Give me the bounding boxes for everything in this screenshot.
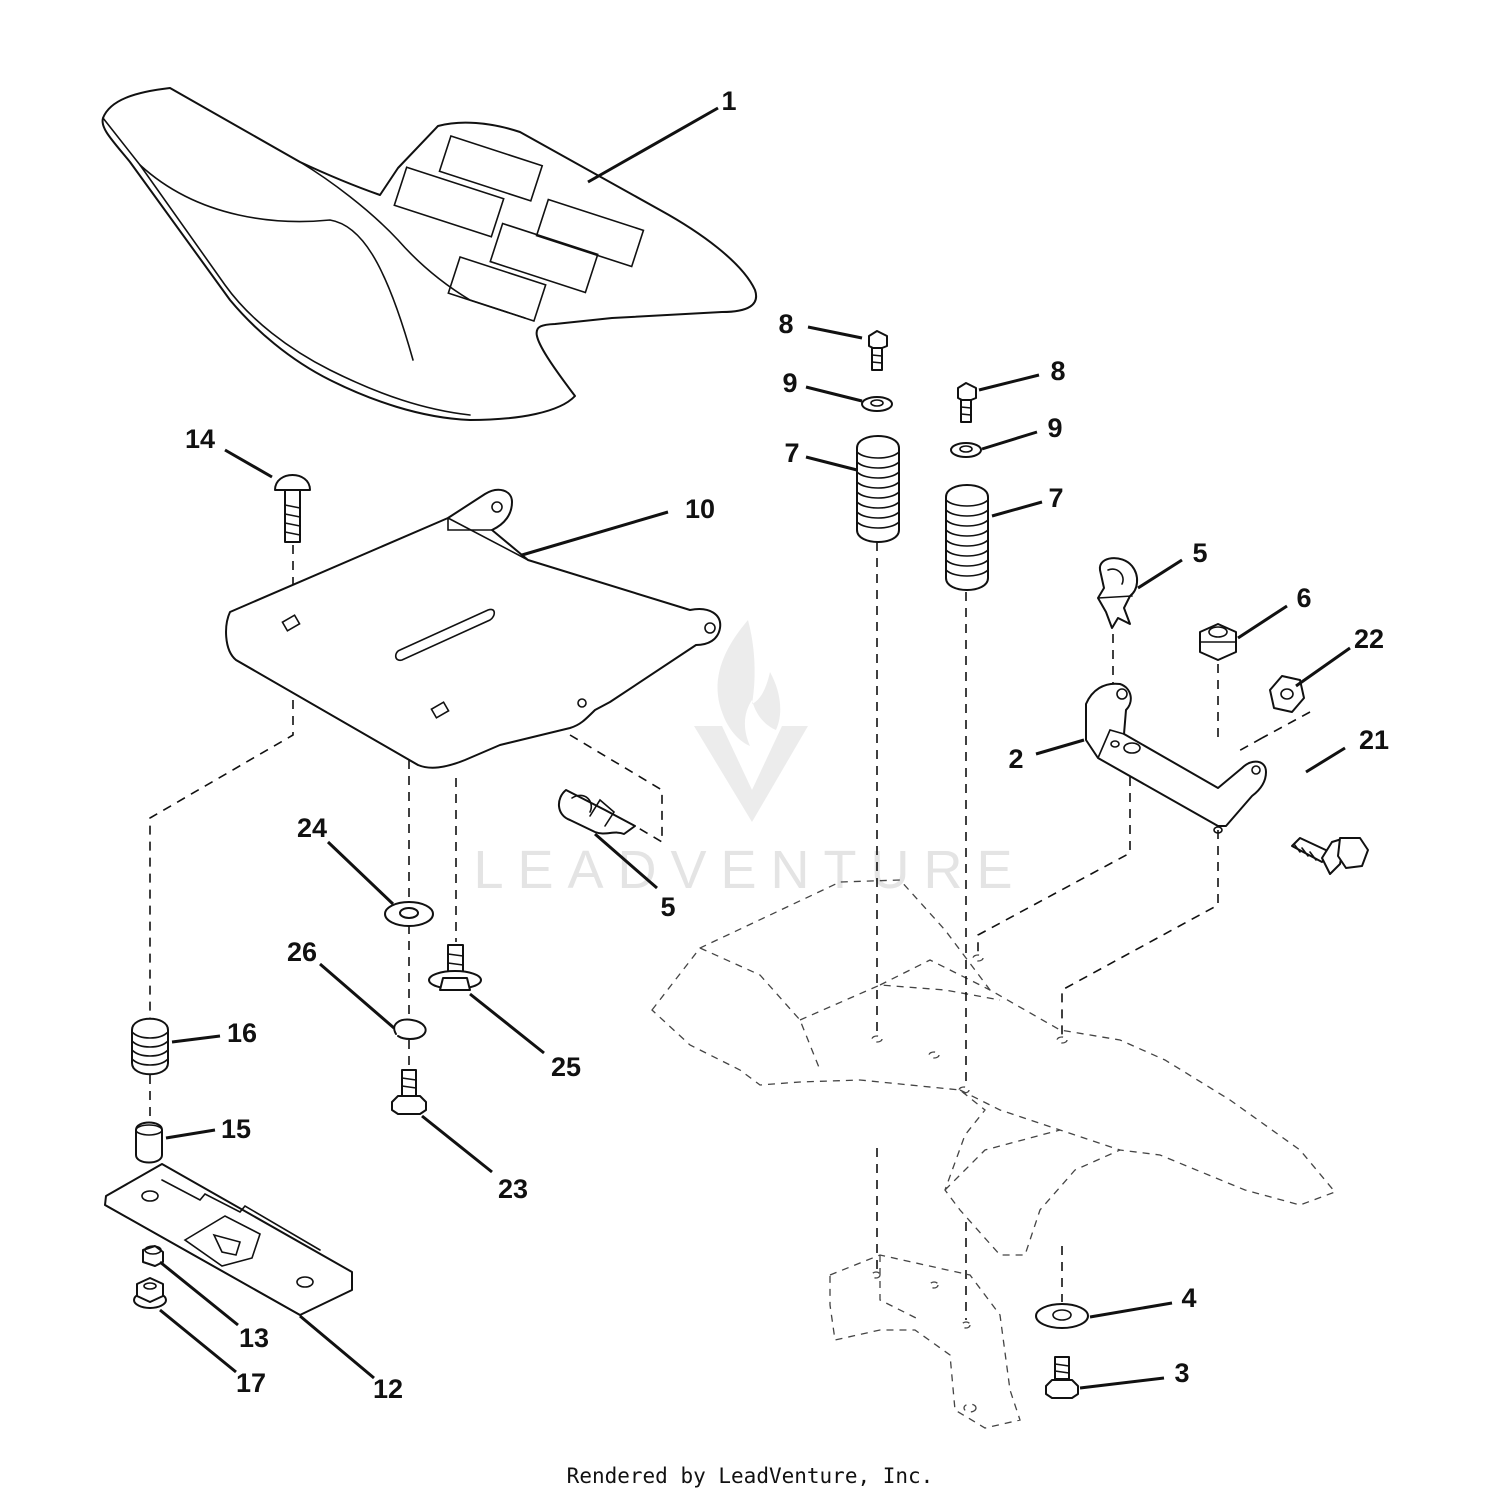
shoulder-bolt [1291, 837, 1369, 875]
callout-3: 3 [1174, 1358, 1189, 1388]
callout-6: 6 [1296, 583, 1311, 613]
callout-13: 13 [239, 1323, 269, 1353]
callout-1: 1 [721, 86, 736, 116]
bolt-3 [1045, 1356, 1079, 1399]
watermark-text: LEADVENTURE [473, 840, 1026, 900]
callout-7-left: 7 [784, 438, 799, 468]
callout-5-upper: 5 [1192, 538, 1207, 568]
spacer [135, 1121, 163, 1164]
callout-17: 17 [236, 1368, 266, 1398]
snap-clip-upper [1097, 557, 1138, 629]
bolt-8-left [868, 330, 888, 371]
hex-bolt-23 [391, 1069, 427, 1115]
spring-7-left [856, 435, 900, 543]
seat-pan [225, 488, 722, 769]
callout-10: 10 [685, 494, 715, 524]
tractor-frame-outline [651, 879, 1337, 1429]
nut-13 [142, 1245, 164, 1267]
washer-4 [1035, 1303, 1089, 1329]
callout-25: 25 [551, 1052, 581, 1082]
callout-9-right: 9 [1047, 413, 1062, 443]
callout-22: 22 [1354, 624, 1384, 654]
callout-4: 4 [1181, 1283, 1196, 1313]
washer-9-right [950, 442, 982, 458]
flat-washer-24 [384, 901, 434, 927]
carriage-bolt [274, 474, 311, 543]
spring-7-right [945, 484, 989, 591]
callout-24: 24 [297, 813, 327, 843]
callout-12: 12 [373, 1374, 403, 1404]
callout-7-right: 7 [1048, 483, 1063, 513]
bolt-8-right [957, 382, 977, 423]
lock-nut [1199, 623, 1237, 661]
callout-16: 16 [227, 1018, 257, 1048]
snap-clip-lower [558, 789, 636, 835]
callout-14: 14 [185, 424, 215, 454]
assembly-lines [149, 542, 1311, 1320]
callout-21: 21 [1359, 725, 1389, 755]
hex-nut [1269, 675, 1305, 713]
callout-8-left: 8 [778, 309, 793, 339]
callout-23: 23 [498, 1174, 528, 1204]
footer-credit: Rendered by LeadVenture, Inc. [566, 1464, 934, 1488]
seat-bracket [1085, 682, 1267, 834]
seat [101, 87, 758, 421]
callout-2: 2 [1008, 744, 1023, 774]
washer-9-left [861, 396, 893, 412]
spring-small [131, 1017, 169, 1076]
leader-lines [159, 106, 1351, 1390]
bracket-plate [104, 1163, 353, 1316]
callout-26: 26 [287, 937, 317, 967]
watermark-logo [694, 620, 808, 822]
callout-15: 15 [221, 1114, 251, 1144]
flange-nut [133, 1277, 167, 1309]
flange-bolt [428, 944, 482, 991]
callout-9-left: 9 [782, 368, 797, 398]
callout-5-lower: 5 [660, 892, 675, 922]
callout-labels: 1 2 3 4 5 5 6 7 7 8 8 9 9 10 12 13 14 15… [185, 86, 1389, 1404]
callout-8-right: 8 [1050, 356, 1065, 386]
lock-washer [393, 1018, 427, 1040]
